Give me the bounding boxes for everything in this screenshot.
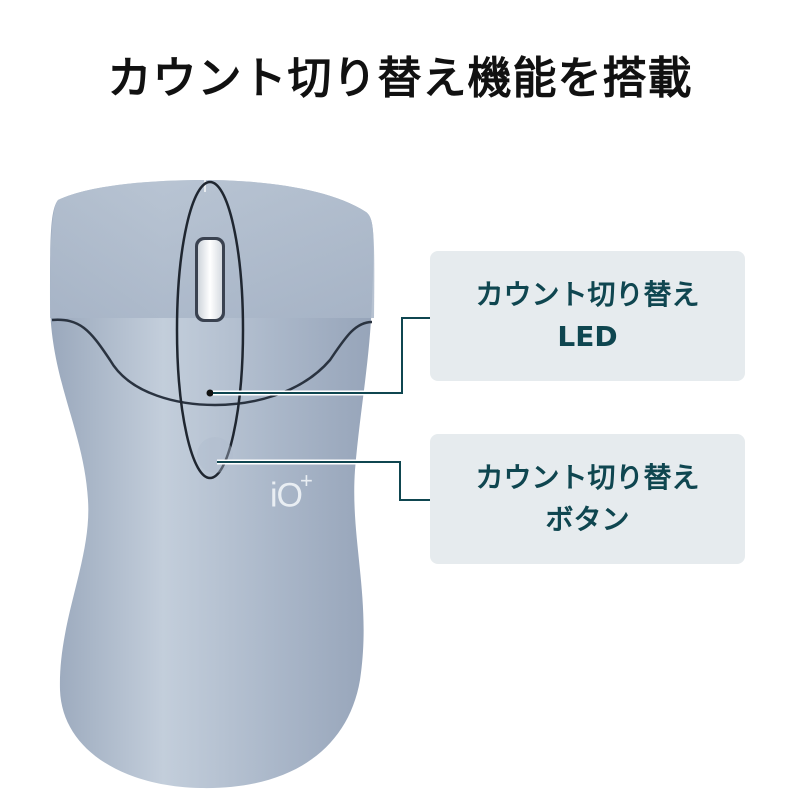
brand-logo: iO+ [270,468,313,515]
count-switch-led [206,389,214,397]
mouse-body [50,180,374,789]
callout-button-line1: カウント切り替え [475,461,700,494]
count-switch-button [197,437,233,473]
callout-button-line2: ボタン [545,503,630,536]
callout-led-line2: LED [557,320,618,353]
page-title: カウント切り替え機能を搭載 [107,53,693,104]
callout-count-switch-led: カウント切り替え LED [430,251,745,381]
callout-count-switch-button: カウント切り替え ボタン [430,434,745,564]
callout-led-line1: カウント切り替え [475,278,700,311]
center-oval [175,180,245,480]
